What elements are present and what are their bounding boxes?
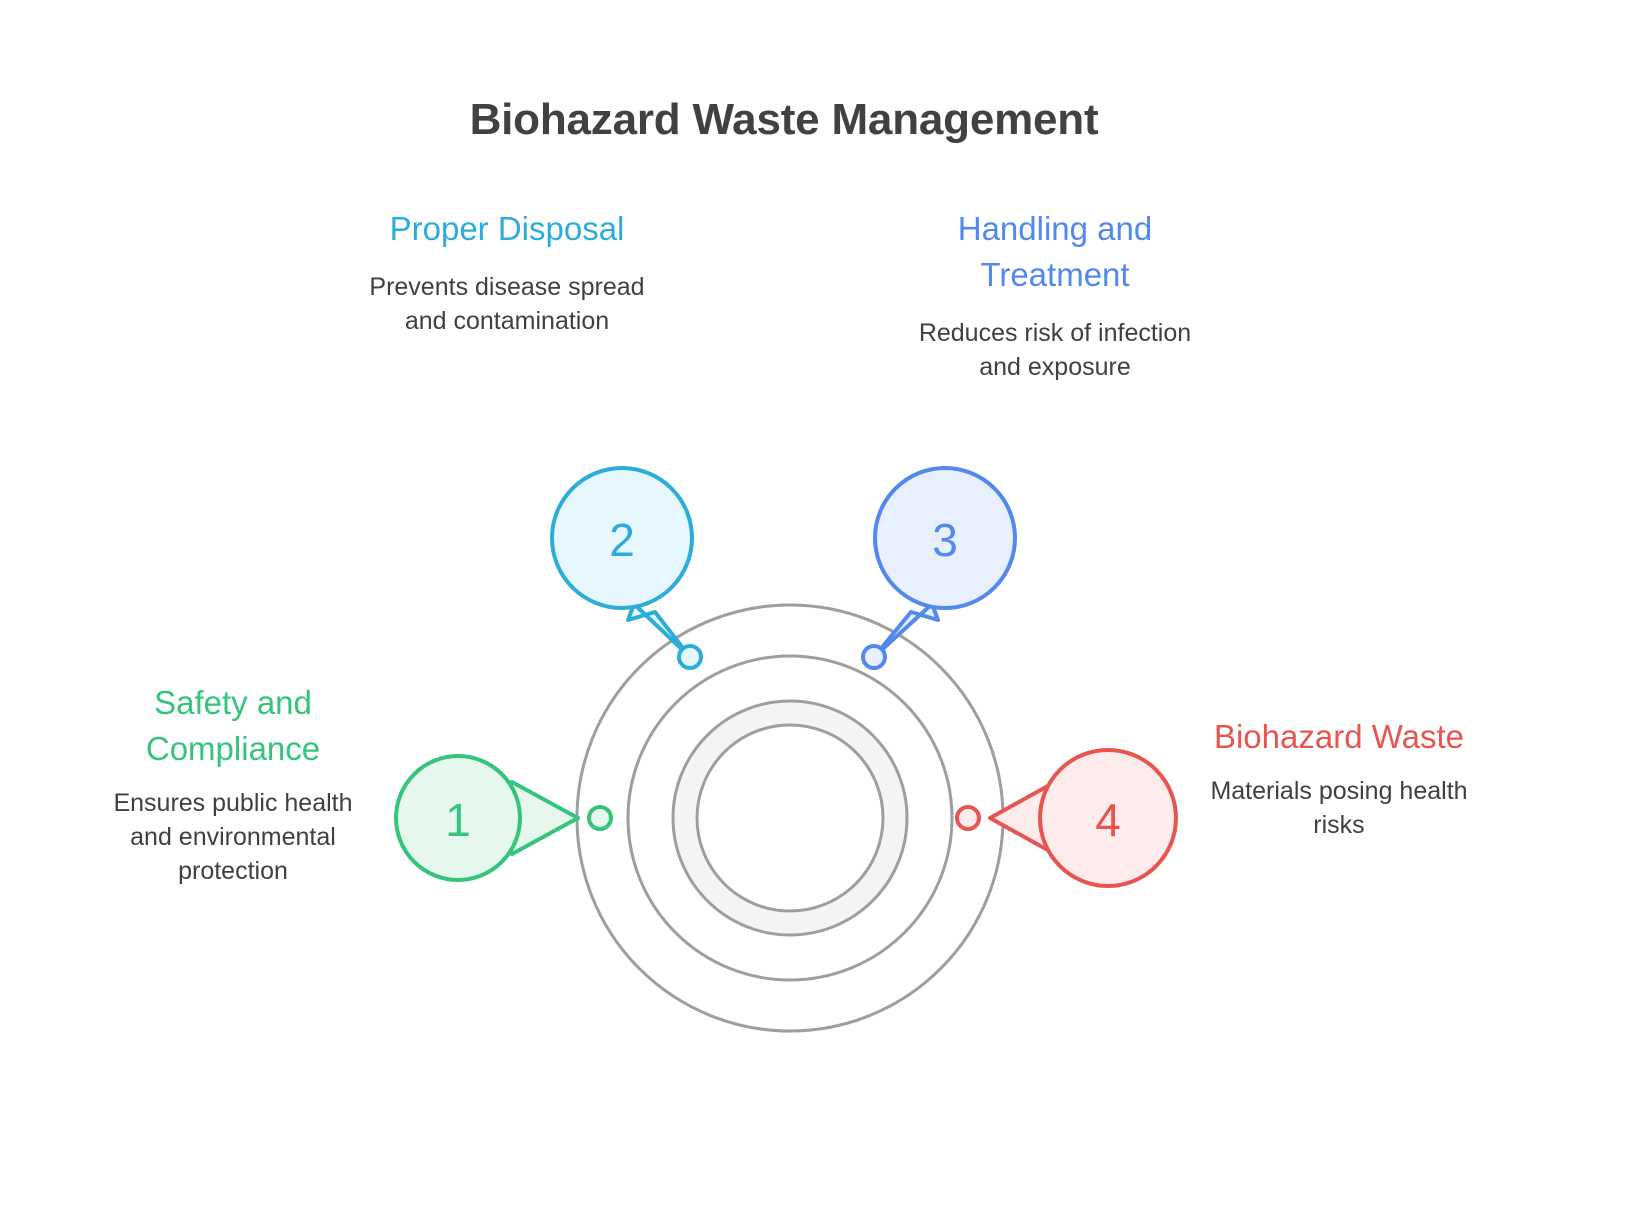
bubble-body-4: [1038, 748, 1178, 888]
callout-description-proper-disposal: Prevents disease spread and contaminatio…: [369, 273, 645, 335]
callout-description-biohazard-waste: Materials posing health risks: [1210, 777, 1468, 839]
ring-inner: [695, 723, 885, 913]
callout-text-proper-disposal: Proper Disposal Prevents disease spread …: [356, 206, 658, 338]
bubble-body-2: [550, 466, 694, 610]
bubble-tail-2: [626, 602, 692, 659]
callout-bubble-proper-disposal[interactable]: 2: [550, 466, 694, 659]
ring-marker-safety-and-compliance[interactable]: [587, 805, 613, 831]
bubble-body-1: [394, 754, 522, 882]
bubble-number-2: 2: [609, 514, 635, 566]
page-title: Biohazard Waste Management: [469, 95, 1099, 144]
bubble-number-1: 1: [445, 794, 471, 846]
callout-heading-proper-disposal: Proper Disposal: [389, 210, 625, 247]
callout-bubble-biohazard-waste[interactable]: 4: [988, 748, 1178, 888]
callout-heading-safety-and-compliance: Safety and Compliance: [145, 684, 321, 767]
callout-bubble-handling-and-treatment[interactable]: 3: [872, 466, 1017, 659]
callout-heading-biohazard-waste: Biohazard Waste: [1213, 718, 1465, 755]
callout-text-handling-and-treatment: Handling and Treatment Reduces risk of i…: [904, 206, 1206, 384]
ring-marker-handling-and-treatment[interactable]: [861, 644, 887, 670]
callout-bubble-safety-and-compliance[interactable]: 1: [394, 754, 580, 882]
bubble-number-3: 3: [932, 514, 958, 566]
bubble-number-4: 4: [1095, 794, 1121, 846]
callout-description-safety-and-compliance: Ensures public health and environmental …: [113, 789, 353, 885]
ring-second: [626, 654, 954, 982]
callout-text-safety-and-compliance: Safety and Compliance Ensures public hea…: [110, 680, 356, 888]
concentric-rings: [575, 603, 1005, 1033]
ring-marker-biohazard-waste[interactable]: [955, 805, 981, 831]
bubble-tail-3: [872, 602, 940, 659]
ring-marker-proper-disposal[interactable]: [677, 644, 703, 670]
callout-text-biohazard-waste: Biohazard Waste Materials posing health …: [1206, 714, 1472, 842]
bubble-body-3: [873, 466, 1017, 610]
callout-description-handling-and-treatment: Reduces risk of infection and exposure: [918, 319, 1192, 381]
callout-heading-handling-and-treatment: Handling and Treatment: [957, 210, 1153, 293]
